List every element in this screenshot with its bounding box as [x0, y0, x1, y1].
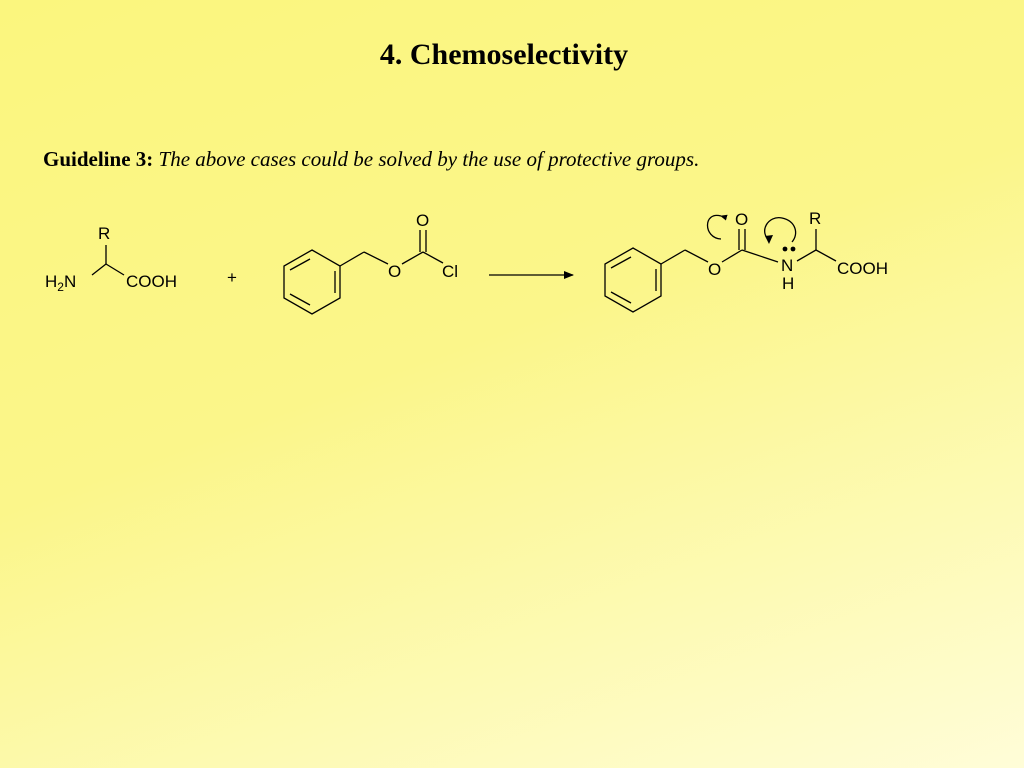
bond-ring-ch2-product: [660, 249, 686, 265]
product-cooh-label: COOH: [837, 259, 888, 278]
amino-acid-structure: R H2N COOH: [45, 224, 177, 294]
product-ester-o-label: O: [708, 260, 721, 279]
amino-acid-cooh-label: COOH: [126, 272, 177, 291]
lone-pair-dot-left: [782, 246, 788, 252]
lone-pair-dot-right: [790, 246, 796, 252]
bond-ch2-o: [363, 251, 389, 265]
benzyl-chloroformate-structure: O O Cl: [283, 211, 458, 315]
reaction-scheme: R H2N COOH + O O Cl: [45, 209, 888, 315]
bond-ring-ch2: [339, 251, 365, 267]
amino-acid-r-label: R: [98, 224, 110, 243]
product-n-label: N: [781, 256, 793, 275]
product-r-label: R: [809, 209, 821, 228]
guideline-text: Guideline 3: The above cases could be so…: [43, 147, 699, 172]
bond-alpha-cooh: [105, 263, 125, 276]
amine-label: H2N: [45, 272, 76, 294]
resonance-arrowhead-nitrogen: [765, 235, 773, 244]
reactant-ester-o-label: O: [388, 262, 401, 281]
guideline-statement: The above cases could be solved by the u…: [158, 147, 700, 171]
product-nh-label: H: [782, 274, 794, 293]
plus-sign: +: [227, 268, 237, 287]
benzene-ring-reactant: [283, 249, 341, 315]
bond-c-cl: [422, 251, 444, 264]
bond-alpha-cooh-product: [815, 249, 837, 262]
bond-n-alpha: [91, 263, 107, 276]
reactant-cl-label: Cl: [442, 262, 458, 281]
bond-ch2-o-product: [684, 249, 709, 263]
cbz-amino-acid-structure: O O N H R COOH: [604, 209, 888, 313]
bond-c-n: [741, 249, 779, 263]
amine-subscript: 2: [57, 280, 64, 294]
bond-o-c-product: [721, 249, 743, 263]
amine-n: N: [64, 272, 76, 291]
reactant-carbonyl-o-label: O: [416, 211, 429, 230]
amine-h: H: [45, 272, 57, 291]
resonance-arrow-nitrogen: [764, 217, 797, 243]
bond-n-alpha-product: [796, 249, 817, 262]
resonance-arrow-carbonyl: [706, 214, 728, 240]
benzene-ring-product: [604, 247, 662, 313]
slide-title: 4. Chemoselectivity: [379, 38, 629, 71]
guideline-label: Guideline 3:: [43, 147, 154, 171]
bond-o-c: [401, 251, 424, 265]
product-carbonyl-o-label: O: [735, 210, 748, 229]
